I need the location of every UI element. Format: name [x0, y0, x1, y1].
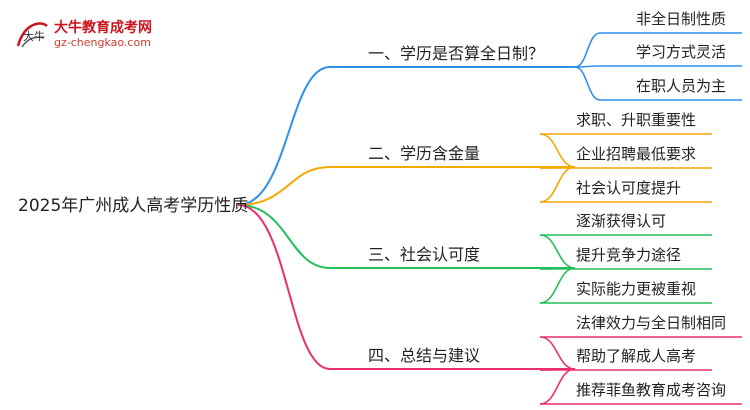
connector-leaf-4-1: [539, 336, 576, 370]
branch-4-label: 四、总结与建议: [368, 346, 481, 365]
logo-title: 大牛教育成考网: [54, 20, 152, 36]
leaf-2-2: 企业招聘最低要求: [576, 145, 697, 163]
connector-leaf-1-3: [574, 66, 601, 101]
branch-2-label: 二、学历含金量: [368, 144, 481, 163]
branch-3-label: 三、社会认可度: [368, 245, 481, 264]
leaf-1-2: 学习方式灵活: [636, 43, 727, 61]
leaf-1-3: 在职人员为主: [636, 77, 727, 95]
root-node: 2025年广州成人高考学历性质: [18, 196, 249, 216]
connector-leaf-2-3: [539, 166, 576, 203]
connector-leaf-3-3: [539, 267, 576, 304]
site-logo[interactable]: 大牛 大牛教育成考网 gz-chengkao.com: [14, 14, 164, 54]
connector-leaf-2-1: [539, 133, 576, 168]
connector-branch-1: [237, 66, 331, 206]
leaf-4-1: 法律效力与全日制相同: [576, 314, 727, 332]
connector-leaf-3-1: [539, 234, 576, 269]
leaf-2-1: 求职、升职重要性: [576, 111, 697, 129]
connector-branch-2: [237, 166, 331, 206]
leaf-2-3: 社会认可度提升: [576, 179, 682, 197]
connector-leaf-1-1: [574, 32, 601, 68]
leaf-1-1: 非全日制性质: [636, 10, 727, 28]
connector-branch-3: [237, 204, 331, 269]
logo-url: gz-chengkao.com: [54, 36, 151, 49]
leaf-4-3: 推荐菲鱼教育成考咨询: [576, 381, 727, 399]
branch-1-label: 一、学历是否算全日制？: [368, 44, 545, 63]
connector-leaf-4-3: [539, 368, 576, 405]
logo-mark-text: 大牛: [23, 29, 45, 43]
leaf-3-2: 提升竞争力途径: [576, 246, 682, 264]
leaf-3-1: 逐渐获得认可: [576, 212, 667, 230]
leaf-3-3: 实际能力更被重视: [576, 280, 697, 298]
leaf-4-2: 帮助了解成人高考: [576, 347, 697, 365]
logo-mark-icon: 大牛: [16, 22, 48, 48]
connector-branch-4: [237, 204, 331, 370]
